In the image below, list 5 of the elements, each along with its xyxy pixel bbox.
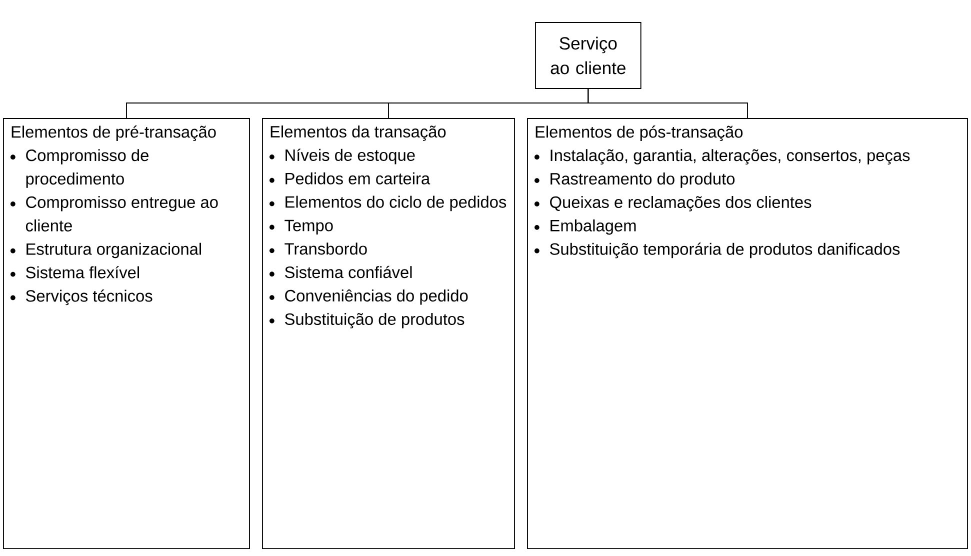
category-box: Elementos da transação Níveis de estoque Pedidos em carteira Elementos do ciclo de pedidos Tempo Transbordo Sistema confiável Conveniências do pedido Substituição de produtos [262, 118, 515, 549]
connector-line [588, 88, 748, 118]
category-box: Elementos de pré-transação Compromisso de procedimento Compromisso entregue ao cliente Estrutura organizacional Sistema flexível Serviços técnicos [3, 118, 250, 549]
title-box: Serviço ao cliente [535, 22, 642, 89]
category-box: Elementos de pós-transação Instalação, garantia, alterações, consertos, peças Rastreamento do produto Queixas e reclamações dos clientes Embalagem Substituição temporária de produtos danificados [527, 118, 968, 549]
